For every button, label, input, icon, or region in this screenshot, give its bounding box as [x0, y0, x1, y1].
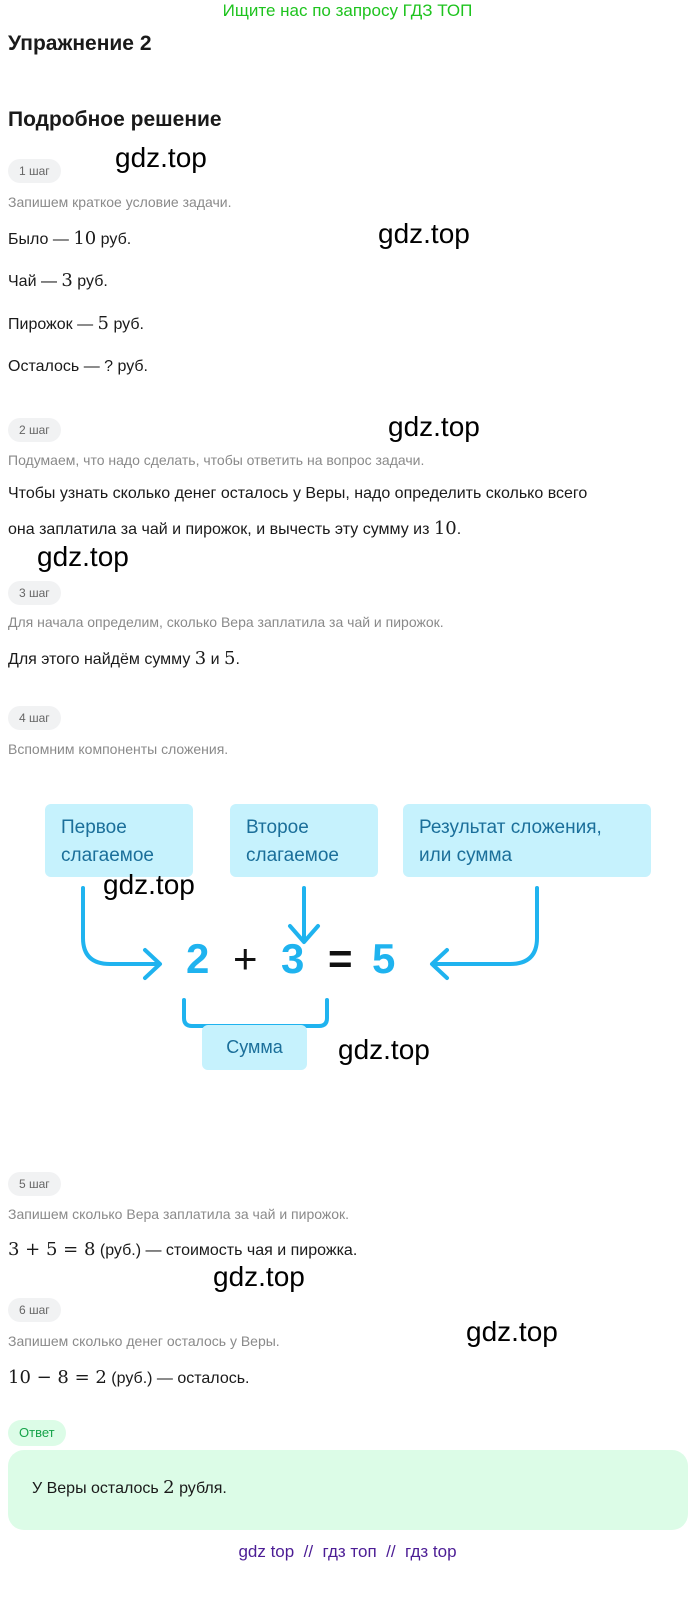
sum-brace: [182, 998, 329, 1028]
step-line: Было — 10 руб.: [8, 228, 132, 249]
step-line: Пирожок — 5 руб.: [8, 313, 144, 334]
watermark: gdz.top: [115, 142, 207, 173]
watermark: gdz.top: [388, 411, 480, 442]
step-line: она заплатила за чай и пирожок, и вычест…: [8, 518, 462, 539]
step-badge: 4 шаг: [8, 706, 61, 730]
arrow-sum: [430, 886, 539, 980]
step-line: Осталось — ? руб.: [8, 358, 148, 375]
sum-result-box: Результат сложения,или сумма: [403, 804, 651, 877]
answer-badge: Ответ: [8, 1420, 66, 1446]
answer-box: У Веры осталось 2 рубля.: [8, 1450, 688, 1530]
section-title: Подробное решение: [8, 108, 222, 131]
arrow-first-addend: [81, 886, 162, 980]
step-line: Чай — 3 руб.: [8, 270, 108, 291]
watermark: gdz.top: [37, 541, 129, 572]
equals-sign: =: [328, 935, 353, 982]
sum-label-box: Сумма: [202, 1025, 307, 1070]
watermark: gdz.top: [378, 218, 470, 249]
step-badge: 5 шаг: [8, 1172, 61, 1196]
step-line: 10 − 8 = 2 (руб.) — осталось.: [8, 1367, 250, 1388]
step-hint: Для начала определим, сколько Вера запла…: [8, 614, 444, 630]
watermark: gdz.top: [103, 869, 195, 900]
step-hint: Запишем краткое условие задачи.: [8, 194, 232, 210]
step-badge: 2 шаг: [8, 418, 61, 442]
step-badge: 6 шаг: [8, 1298, 61, 1322]
step-badge: 1 шаг: [8, 159, 61, 183]
plus-sign: +: [233, 935, 258, 982]
search-banner: Ищите нас по запросу ГДЗ ТОП: [222, 1, 473, 20]
page-title: Упражнение 2: [8, 32, 152, 55]
sum-number: 5: [372, 935, 396, 982]
watermark: gdz.top: [213, 1261, 305, 1292]
arrow-second-addend: [288, 886, 320, 944]
step-line: Чтобы узнать сколько денег осталось у Ве…: [8, 485, 588, 502]
first-addend-number: 2: [186, 935, 210, 982]
step-hint: Запишем сколько денег осталось у Веры.: [8, 1333, 280, 1349]
step-hint: Вспомним компоненты сложения.: [8, 741, 229, 757]
watermark: gdz.top: [466, 1316, 558, 1347]
step-hint: Подумаем, что надо сделать, чтобы ответи…: [8, 452, 425, 468]
step-hint: Запишем сколько Вера заплатила за чай и …: [8, 1206, 350, 1222]
step-badge: 3 шаг: [8, 581, 61, 605]
footer-links: gdz top // гдз топ // гдз top: [238, 1542, 457, 1561]
step-line: 3 + 5 = 8 (руб.) — стоимость чая и пирож…: [8, 1239, 358, 1260]
diagram-arrows: [81, 886, 539, 1028]
second-addend-number: 3: [281, 935, 305, 982]
step-line: Для этого найдём сумму 3 и 5.: [8, 648, 240, 669]
watermark: gdz.top: [338, 1034, 430, 1065]
answer-text: У Веры осталось 2 рубля.: [32, 1477, 227, 1498]
